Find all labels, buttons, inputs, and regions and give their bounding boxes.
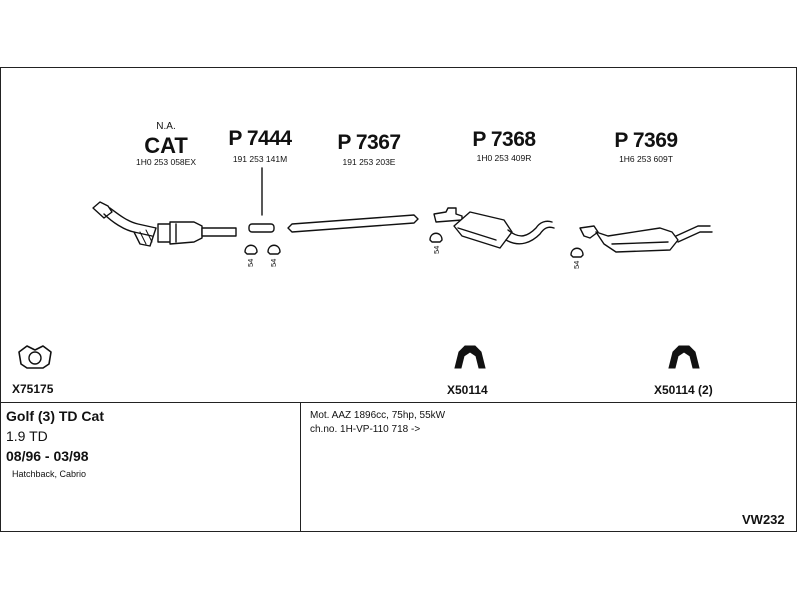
p7368-label: P 7368 [472,128,536,151]
p7367-part-number: 191 253 203E [342,157,396,167]
clamp-number-2: 54 [269,258,278,267]
cat-label: CAT [144,133,188,158]
cat-note: N.A. [156,121,176,132]
p7369-silencer-part [579,225,713,253]
p7368-part-number: 1H0 253 409R [476,153,532,163]
p7367-label: P 7367 [337,131,401,154]
vehicle-body-type: Hatchback, Cabrio [12,469,87,479]
p7444-label: P 7444 [228,127,292,150]
cat-part-number: 1H0 253 058EX [135,157,197,167]
p7368-silencer-part [433,207,555,249]
vehicle-engine: 1.9 TD [6,428,48,444]
vehicle-model: Golf (3) TD Cat [6,408,104,424]
p7444-pipe-part [248,223,275,233]
mount-x50114-2-part [668,345,700,369]
p7369-label: P 7369 [614,129,678,152]
p7444-part-number: 191 253 141M [232,154,288,164]
info-divider [0,402,797,403]
clamp-number-1: 54 [246,258,255,267]
mount-x50114-label: X50114 [447,383,488,397]
chassis-number: ch.no. 1H-VP-110 718 -> [310,424,421,435]
diagram-code: VW232 [742,512,785,527]
info-column-divider [300,402,301,532]
clamp-part [244,232,584,258]
catalytic-converter-part [92,201,237,247]
mount-x50114-part [454,345,486,369]
vehicle-years: 08/96 - 03/98 [6,448,89,464]
p7369-part-number: 1H6 253 609T [619,154,673,164]
motor-spec: Mot. AAZ 1896cc, 75hp, 55kW [310,410,446,421]
mount-x50114-2-label: X50114 (2) [654,383,713,397]
diagram-frame [0,67,797,532]
p7367-pipe-part [287,214,419,233]
gasket-hole [28,351,42,365]
gasket-label: X75175 [12,382,54,396]
clamp-number-4: 54 [572,260,581,269]
clamp-number-3: 54 [432,245,441,254]
